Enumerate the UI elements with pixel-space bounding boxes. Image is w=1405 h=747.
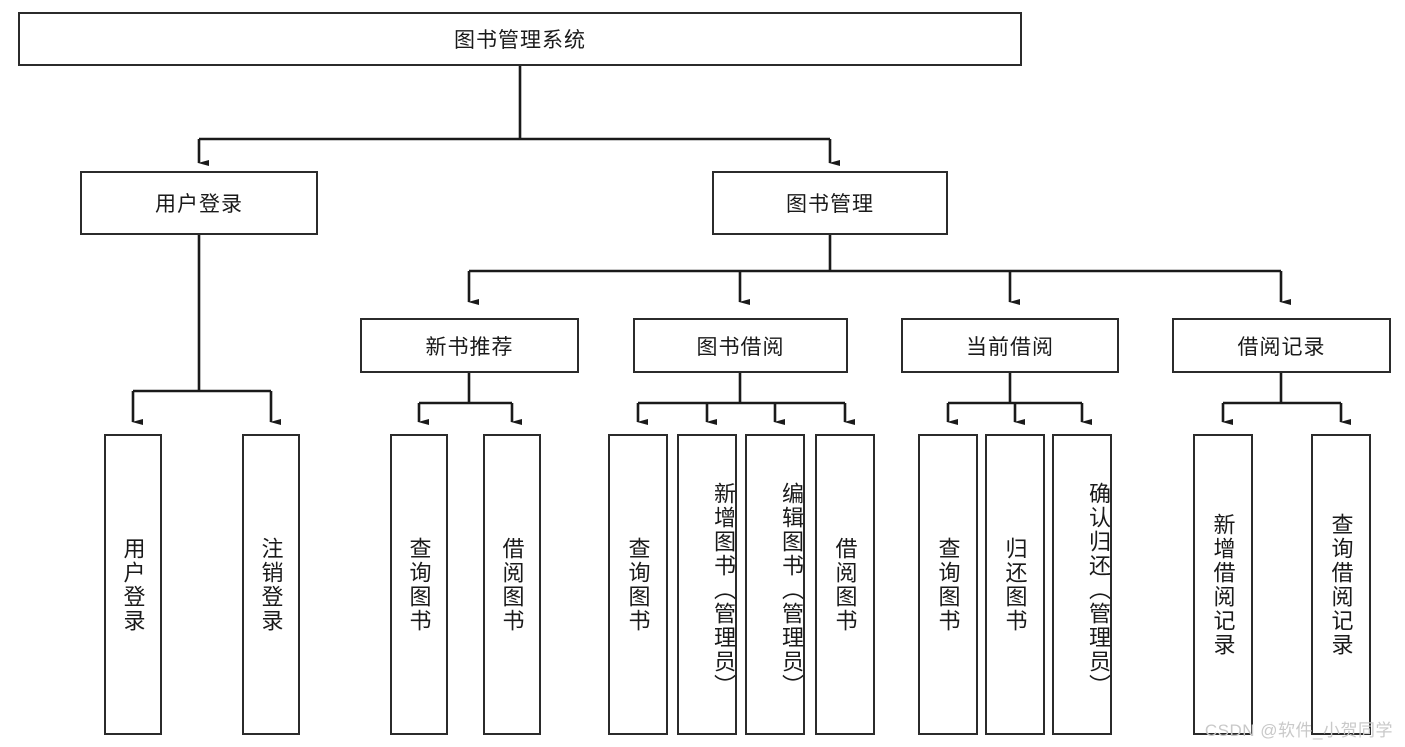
leaf-query-borrow-record[interactable]: 查询借阅记录 xyxy=(1311,434,1371,735)
node-label: 用户登录 xyxy=(120,536,146,633)
node-label: 查询图书 xyxy=(625,536,651,633)
node-label: 注销登录 xyxy=(258,536,284,633)
csdn-watermark: CSDN @软件_小贺同学 xyxy=(1204,721,1393,740)
node-label: 图书管理 xyxy=(786,193,874,216)
node-borrow-records[interactable]: 借阅记录 xyxy=(1172,318,1391,373)
leaf-query-book-borrow[interactable]: 查询图书 xyxy=(608,434,668,735)
leaf-add-borrow-record[interactable]: 新增借阅记录 xyxy=(1193,434,1253,735)
node-label: 编辑图书（管理员） xyxy=(779,481,804,698)
leaf-query-book-current[interactable]: 查询图书 xyxy=(918,434,978,735)
node-user-login[interactable]: 用户登录 xyxy=(80,171,318,235)
node-new-book-recommend[interactable]: 新书推荐 xyxy=(360,318,579,373)
node-label: 用户登录 xyxy=(155,193,243,216)
node-label: 确认归还（管理员） xyxy=(1086,481,1111,698)
node-book-management[interactable]: 图书管理 xyxy=(712,171,948,235)
node-label: 新增图书（管理员） xyxy=(711,481,736,698)
node-label: 借阅记录 xyxy=(1237,335,1326,359)
node-label: 归还图书 xyxy=(1002,536,1028,633)
node-label: 新书推荐 xyxy=(425,335,514,359)
node-book-borrow[interactable]: 图书借阅 xyxy=(633,318,848,373)
node-label: 图书借阅 xyxy=(696,335,785,359)
node-label: 查询借阅记录 xyxy=(1328,512,1354,657)
leaf-user-login[interactable]: 用户登录 xyxy=(104,434,162,735)
node-label: 当前借阅 xyxy=(966,335,1054,359)
leaf-return-book[interactable]: 归还图书 xyxy=(985,434,1045,735)
leaf-edit-book-admin[interactable]: 编辑图书（管理员） xyxy=(745,434,805,735)
node-label: 新增借阅记录 xyxy=(1210,512,1236,657)
node-label: 图书管理系统 xyxy=(454,29,586,52)
node-root[interactable]: 图书管理系统 xyxy=(18,12,1022,66)
leaf-borrow-book[interactable]: 借阅图书 xyxy=(815,434,875,735)
leaf-query-book-recommend[interactable]: 查询图书 xyxy=(390,434,448,735)
node-label: 借阅图书 xyxy=(832,536,858,633)
node-label: 查询图书 xyxy=(935,536,961,633)
node-label: 查询图书 xyxy=(406,536,432,633)
node-label: 借阅图书 xyxy=(499,536,525,633)
leaf-logout[interactable]: 注销登录 xyxy=(242,434,300,735)
leaf-borrow-book-recommend[interactable]: 借阅图书 xyxy=(483,434,541,735)
node-current-borrow[interactable]: 当前借阅 xyxy=(901,318,1119,373)
leaf-add-book-admin[interactable]: 新增图书（管理员） xyxy=(677,434,737,735)
leaf-confirm-return-admin[interactable]: 确认归还（管理员） xyxy=(1052,434,1112,735)
